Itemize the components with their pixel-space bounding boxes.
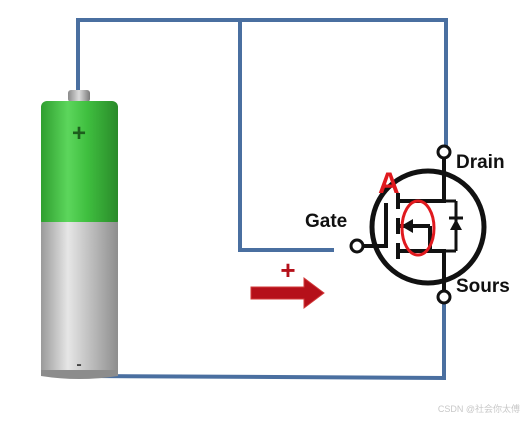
mosfet-symbol: A Drain Gate Sours bbox=[305, 144, 510, 305]
wire-battery-bottom bbox=[89, 302, 446, 381]
polarity-plus-symbol: + bbox=[280, 255, 295, 285]
marker-label-a: A bbox=[378, 167, 400, 200]
gate-label: Gate bbox=[305, 211, 347, 232]
drain-label: Drain bbox=[456, 152, 505, 173]
battery-negative-symbol: - bbox=[76, 356, 81, 373]
source-connection bbox=[398, 249, 446, 264]
battery-positive-symbol: + bbox=[72, 120, 86, 147]
current-direction-arrow-icon bbox=[250, 277, 325, 309]
battery-terminal-cap bbox=[68, 90, 90, 102]
current-indicator: + bbox=[250, 255, 325, 309]
battery: + - bbox=[41, 90, 118, 379]
battery-body-negative bbox=[41, 222, 118, 374]
highlight-ring bbox=[400, 199, 436, 257]
source-terminal bbox=[436, 289, 452, 305]
battery-base bbox=[41, 370, 118, 379]
wire-battery-top bbox=[76, 18, 448, 148]
battery-body-positive bbox=[41, 101, 118, 227]
watermark-text: CSDN @社会你太傅 bbox=[438, 403, 520, 414]
body-arrow bbox=[401, 219, 413, 233]
mosfet-body-circle bbox=[369, 168, 487, 286]
drain-connection bbox=[398, 190, 446, 203]
source-label: Sours bbox=[456, 276, 510, 297]
drain-terminal bbox=[436, 144, 452, 160]
gate-terminal bbox=[349, 238, 365, 254]
wire-gate bbox=[238, 20, 334, 252]
diode-triangle bbox=[450, 219, 462, 230]
wires bbox=[76, 18, 448, 381]
